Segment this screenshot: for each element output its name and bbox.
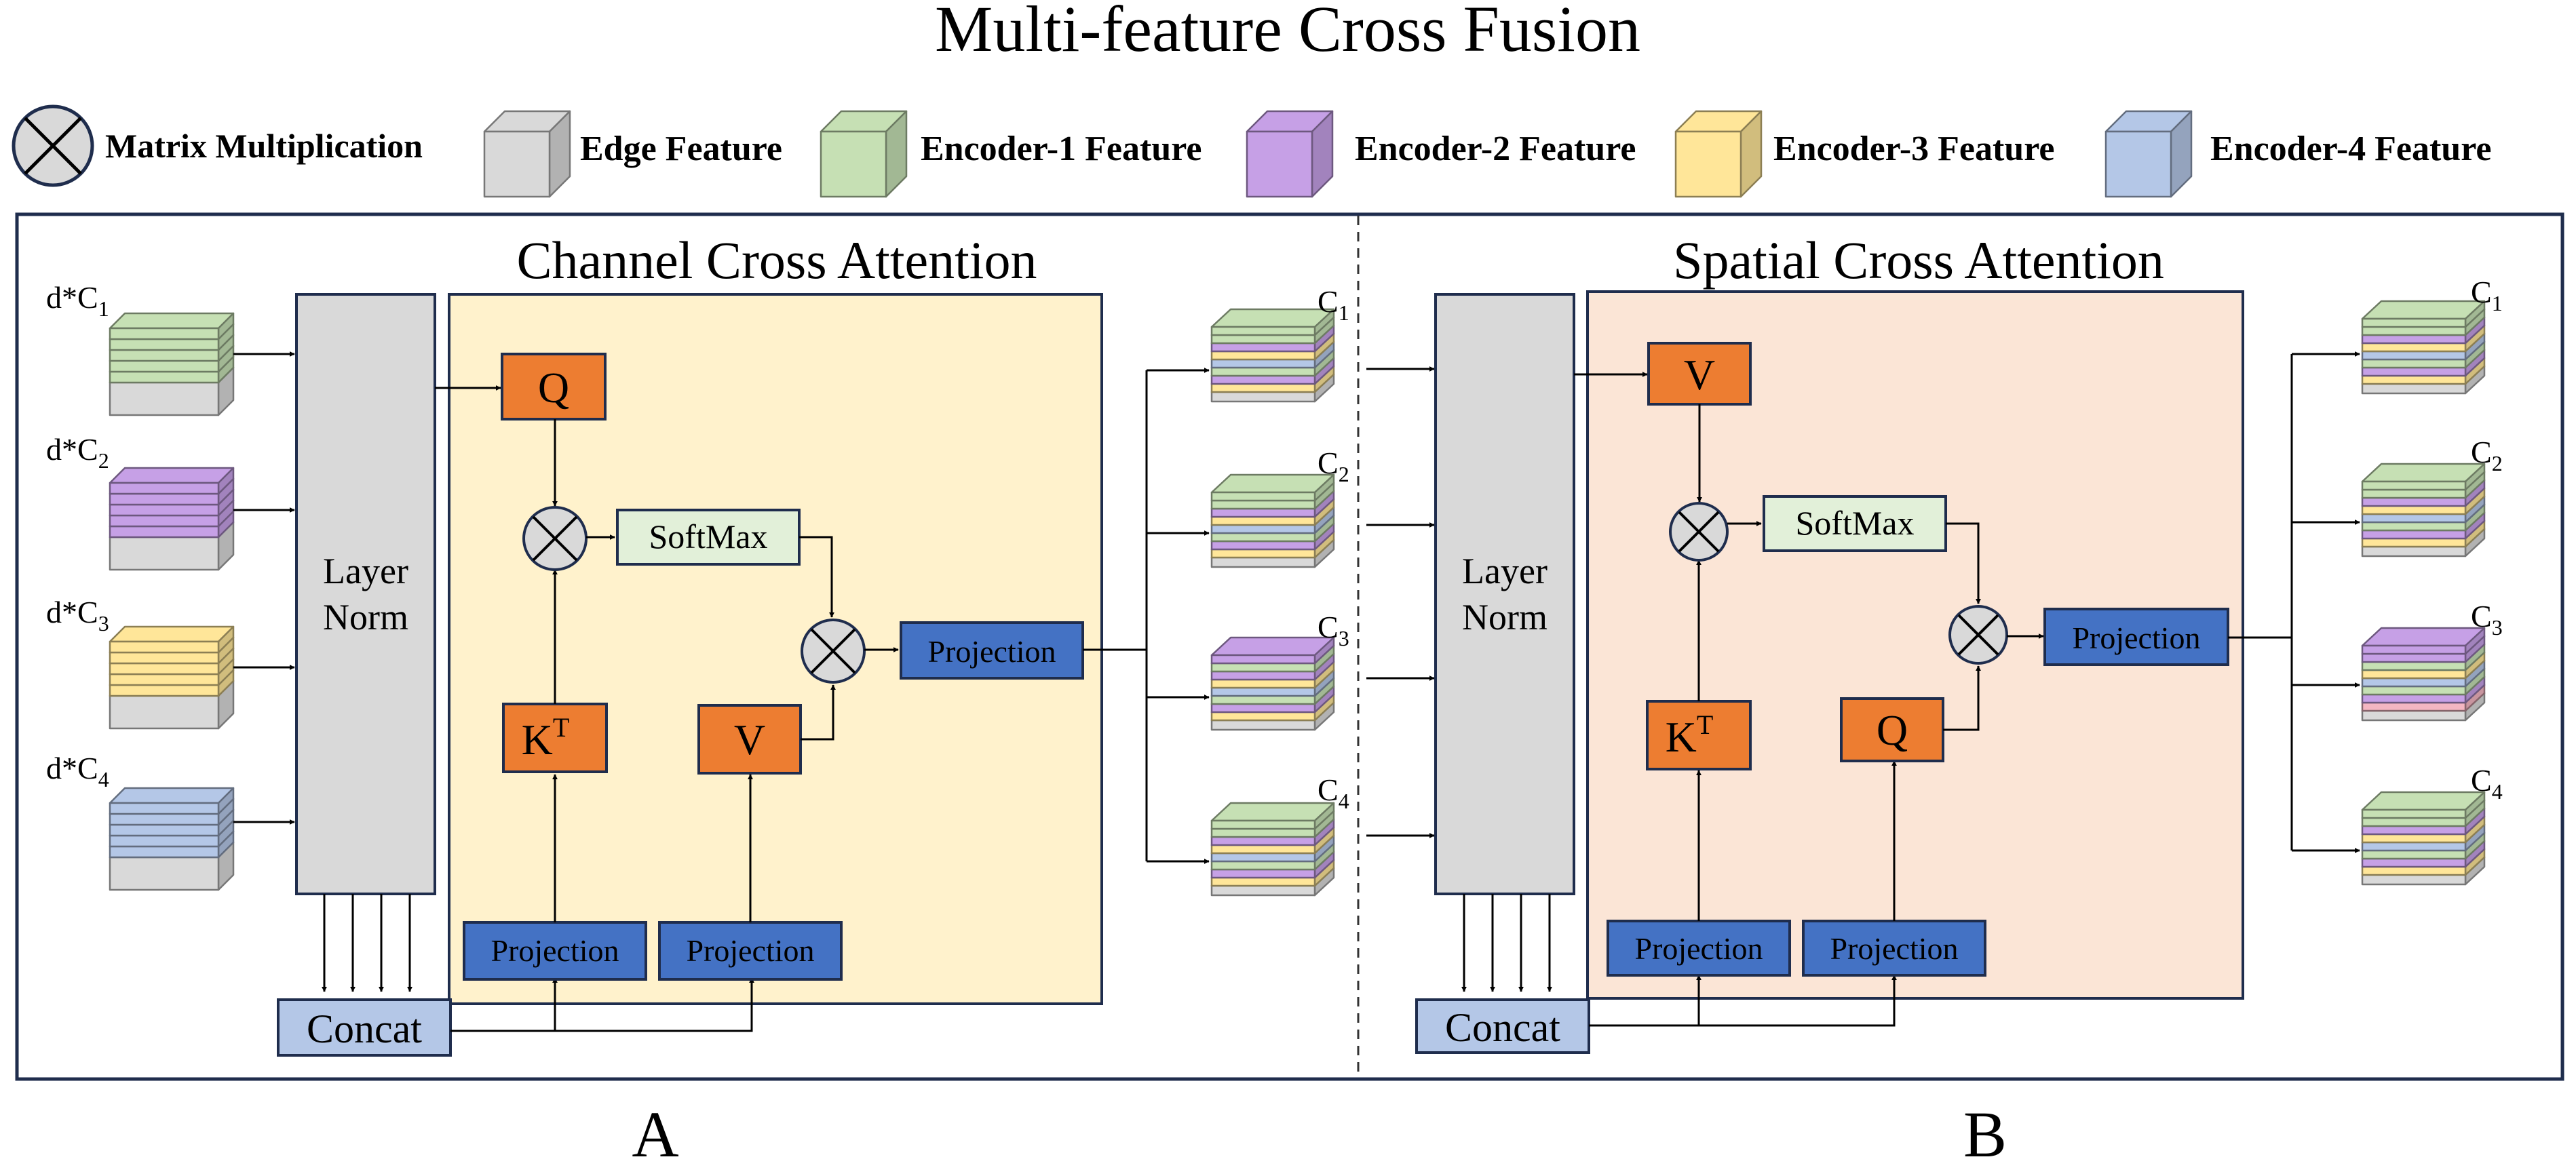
legend-label-matrix-multiplication: Matrix Multiplication	[105, 127, 423, 165]
input-stack-c4	[109, 787, 235, 891]
concat-a-label: Concat	[307, 1006, 422, 1051]
matmul-icon-a1	[522, 506, 588, 571]
matrix-multiplication-icon	[12, 104, 94, 187]
matmul-icon-a2	[801, 619, 866, 684]
projection-a-k-label: Projection	[491, 933, 619, 968]
projection-a-k	[463, 921, 647, 981]
concat-a	[277, 998, 452, 1057]
legend-label-encoder-4-feature: Encoder-4 Feature	[2210, 130, 2491, 168]
layer-norm-a-line1: Layer	[323, 551, 408, 591]
legend: Matrix Multiplication Edge Feature Encod…	[12, 104, 2491, 198]
output-label-a-c3: C3	[1318, 610, 1349, 650]
q-box-a	[501, 353, 607, 420]
projection-b-q	[1802, 920, 1986, 977]
legend-label-encoder-3-feature: Encoder-3 Feature	[1773, 130, 2054, 168]
panel-b-title: Spatial Cross Attention	[1673, 231, 2164, 290]
output-stack-b-c1	[2361, 300, 2486, 395]
kt-box-b	[1646, 700, 1752, 770]
layer-norm-b	[1434, 293, 1575, 895]
output-label-b-c4: C4	[2471, 763, 2503, 804]
kt-box-a-label: KT	[522, 712, 570, 764]
legend-label-encoder-1-feature: Encoder-1 Feature	[921, 130, 1202, 168]
layer-norm-a-line2: Norm	[323, 597, 408, 638]
input-label-c4: d*C4	[46, 751, 109, 791]
projection-b-q-label: Projection	[1830, 931, 1958, 966]
v-box-b	[1647, 342, 1752, 406]
concat-b-label: Concat	[1445, 1005, 1560, 1050]
projection-b-out-label: Projection	[2072, 621, 2200, 655]
output-label-b-c3: C3	[2471, 599, 2503, 640]
encoder-3-cube-icon	[1674, 110, 1763, 198]
matmul-icon-b2	[1948, 605, 2008, 665]
edge-feature-cube-icon	[483, 110, 571, 198]
projection-a-out-label: Projection	[927, 634, 1056, 669]
q-box-b-label: Q	[1877, 706, 1908, 754]
input-label-c1: d*C1	[46, 280, 109, 321]
output-label-b-c1: C1	[2471, 275, 2503, 315]
input-stack-c1	[109, 312, 235, 416]
q-box-b	[1840, 697, 1944, 762]
encoder-1-cube-icon	[820, 110, 908, 198]
legend-label-encoder-2-feature: Encoder-2 Feature	[1355, 130, 1636, 168]
panel-spatial-cross-attention: Spatial Cross Attention Layer Norm Conca…	[1366, 231, 2503, 1054]
input-stack-c2	[109, 467, 235, 571]
panel-b-label: B	[1963, 1098, 2007, 1171]
output-stack-a-c4	[1210, 802, 1335, 897]
diagram-title: Multi-feature Cross Fusion	[935, 0, 1640, 65]
input-label-c2: d*C2	[46, 432, 109, 473]
output-label-a-c4: C4	[1318, 772, 1349, 813]
input-label-c3: d*C3	[46, 595, 109, 635]
layer-norm-a	[295, 293, 436, 895]
projection-b-k-label: Projection	[1634, 931, 1763, 966]
encoder-2-cube-icon	[1246, 110, 1334, 198]
softmax-b-label: SoftMax	[1796, 504, 1915, 542]
output-stack-a-c2	[1210, 473, 1335, 568]
output-stack-b-c3	[2361, 627, 2486, 722]
q-box-a-label: Q	[538, 364, 569, 412]
matmul-icon-b1	[1669, 502, 1729, 562]
kt-box-b-label: KT	[1666, 709, 1714, 761]
v-box-a-label: V	[734, 716, 765, 764]
encoder-4-cube-icon	[2104, 110, 2193, 198]
softmax-b	[1763, 495, 1947, 552]
output-label-b-c2: C2	[2471, 435, 2503, 475]
v-box-a	[697, 704, 802, 775]
input-stack-c3	[109, 625, 235, 730]
output-label-a-c2: C2	[1318, 446, 1349, 486]
output-stack-b-c2	[2361, 463, 2486, 557]
output-stack-a-c3	[1210, 636, 1335, 731]
layer-norm-b-line2: Norm	[1462, 597, 1547, 638]
projection-a-v	[658, 921, 843, 981]
v-box-b-label: V	[1684, 351, 1715, 399]
outer-frame	[15, 212, 2564, 1081]
output-stack-a-c1	[1210, 308, 1335, 403]
output-stack-b-c4	[2361, 791, 2486, 886]
projection-a-v-label: Projection	[686, 933, 814, 968]
softmax-a-label: SoftMax	[649, 517, 768, 555]
panel-a-title: Channel Cross Attention	[517, 231, 1037, 290]
legend-label-edge-feature: Edge Feature	[580, 130, 782, 168]
concat-b	[1415, 998, 1590, 1054]
output-label-a-c1: C1	[1318, 284, 1349, 325]
projection-a-out	[900, 621, 1084, 680]
panel-a-label: A	[632, 1098, 678, 1171]
layer-norm-b-line1: Layer	[1462, 551, 1547, 591]
panel-channel-cross-attention: Channel Cross Attention d*C1 d*C2 d*C3 d…	[46, 231, 1349, 1057]
